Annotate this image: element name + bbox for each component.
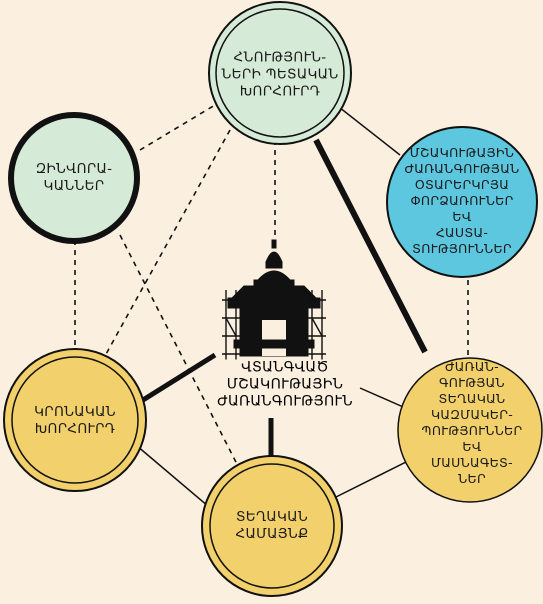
node-religious-council (3, 348, 147, 492)
international-experts-label: ՄՇԱԿՈՒԹԱՅԻՆ ԺԱՌԱՆԳՈՒԹՅԱՆ ՕՏԱՐԵՐԿՐՅԱ ՓՈՐՁ… (404, 145, 520, 256)
cultural-authorities-label: ՀՆՈՒԹՅՈՒՆ- ՆԵՐԻ ՊԵՏԱԿԱՆ ԽՈՐՀՈՒՐԴ (221, 49, 339, 100)
node-cultural-authorities (208, 1, 352, 145)
local-heritage-orgs-label: ԺԱՌԱՆ- ԳՈՒԹՅԱՆ ՏԵՂԱԿԱՆ ԿԱԶՄԱԿԵՐ- ՊՈՒԹՅՈՒ… (421, 359, 523, 486)
link-authorities-localorgs (313, 138, 428, 354)
link-authorities-religious (99, 129, 231, 366)
local-community-label: ՏԵՂԱԿԱՆ ՀԱՄԱՅՆՔ (235, 509, 309, 542)
endangered-heritage-label: ՎՏԱՆԳՎԱԾ ՄՇԱԿՈՒԹԱՅԻՆ ԺԱՌԱՆԳՈՒԹՅՈՒՆ (215, 359, 355, 411)
node-military (8, 112, 140, 244)
military-label: ԶԻՆՎՈՐԱ- ԿԱՆՆԵՐ (35, 161, 113, 194)
link-military-authorities (139, 104, 216, 151)
link-center-religious (141, 352, 217, 403)
node-international-experts (386, 126, 538, 278)
temple-icon (222, 239, 326, 366)
link-religious-community (129, 439, 216, 513)
node-local-community (201, 455, 343, 597)
node-local-heritage-orgs (397, 357, 543, 503)
religious-council-label: ԿՐՈՆԱԿԱՆ ԽՈՐՀՈՒՐԴ (34, 404, 116, 437)
link-military-community (119, 234, 241, 471)
